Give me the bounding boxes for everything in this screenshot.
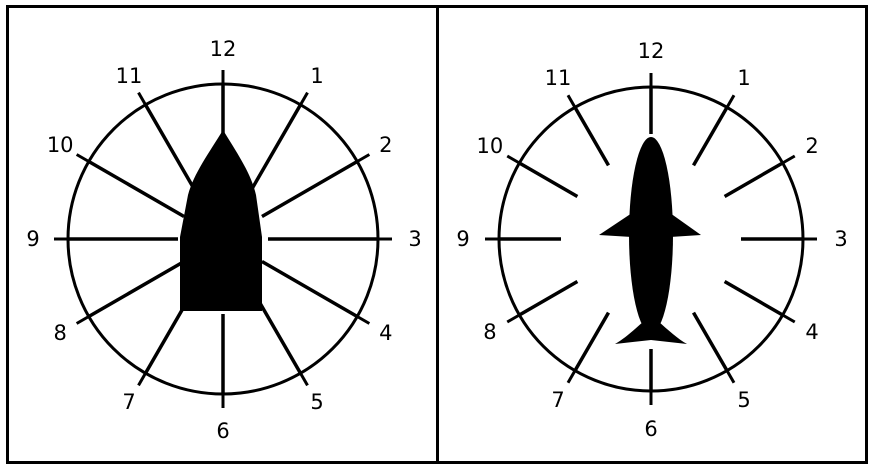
spoke-2 (725, 163, 783, 197)
clock-label-6: 6 (216, 419, 229, 443)
spoke-5 (694, 313, 728, 371)
outer-tick-8 (507, 314, 521, 322)
spoke-4 (725, 282, 783, 316)
clock-label-3: 3 (834, 227, 847, 251)
spoke-2 (262, 162, 357, 217)
clock-label-8: 8 (53, 321, 66, 345)
outer-tick-1 (726, 95, 734, 109)
clock-label-1: 1 (737, 66, 750, 90)
outer-tick-5 (300, 372, 308, 386)
spoke-10 (89, 162, 184, 217)
clock-label-5: 5 (310, 390, 323, 414)
clock-label-9: 9 (26, 227, 39, 251)
outer-tick-10 (77, 155, 91, 163)
outer-tick-2 (781, 156, 795, 164)
clock-label-11: 11 (545, 66, 572, 90)
outer-tick-2 (356, 155, 370, 163)
outer-tick-11 (139, 93, 147, 107)
spoke-7 (575, 313, 609, 371)
spoke-1 (694, 107, 728, 165)
clock-label-4: 4 (805, 320, 818, 344)
clock-label-1: 1 (310, 64, 323, 88)
clock-label-9: 9 (456, 227, 469, 251)
outer-tick-7 (139, 372, 147, 386)
clock-label-5: 5 (737, 388, 750, 412)
clock-label-11: 11 (116, 64, 143, 88)
clock-label-2: 2 (805, 134, 818, 158)
outer-tick-7 (568, 369, 576, 383)
spoke-11 (575, 107, 609, 165)
clock-label-12: 12 (210, 37, 237, 61)
outer-tick-1 (300, 93, 308, 107)
clock-label-10: 10 (477, 134, 504, 158)
spoke-8 (89, 262, 184, 317)
outer-tick-4 (356, 316, 370, 324)
fish-icon (599, 137, 701, 344)
outer-tick-4 (781, 314, 795, 322)
clock-label-7: 7 (551, 388, 564, 412)
spoke-10 (519, 163, 577, 197)
spoke-4 (262, 262, 357, 317)
boat-hull-icon (180, 130, 262, 311)
outer-tick-5 (726, 369, 734, 383)
clock-label-4: 4 (379, 321, 392, 345)
clock-label-7: 7 (122, 390, 135, 414)
outer-tick-11 (568, 95, 576, 109)
clock-label-6: 6 (644, 417, 657, 441)
spoke-1 (246, 105, 301, 200)
clock-label-8: 8 (483, 320, 496, 344)
clock-label-12: 12 (638, 39, 665, 63)
spoke-8 (519, 282, 577, 316)
outer-tick-8 (77, 316, 91, 324)
clock-label-2: 2 (379, 133, 392, 157)
clock-label-10: 10 (47, 133, 74, 157)
clock-label-3: 3 (408, 227, 421, 251)
outer-tick-10 (507, 156, 521, 164)
